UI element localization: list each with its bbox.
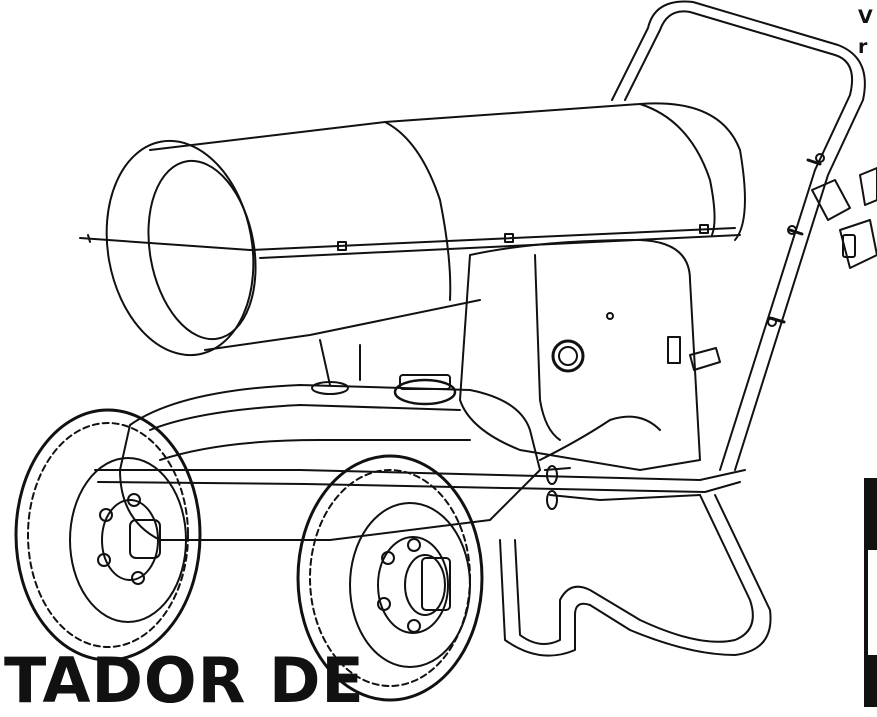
control-housing	[459, 239, 721, 471]
right-wheel	[296, 454, 484, 702]
side-block-cutout	[868, 550, 877, 655]
corner-text-line-1: V	[858, 6, 873, 28]
burner-barrel	[79, 102, 746, 357]
rear-stand	[499, 494, 772, 657]
chassis	[94, 415, 746, 510]
corner-text-line-2: r	[858, 36, 868, 58]
page-title: TADOR DE	[4, 644, 365, 717]
handle-bracket	[811, 167, 877, 269]
handle-frame	[611, 0, 866, 471]
fuel-tank	[119, 339, 541, 541]
left-wheel	[14, 408, 202, 662]
